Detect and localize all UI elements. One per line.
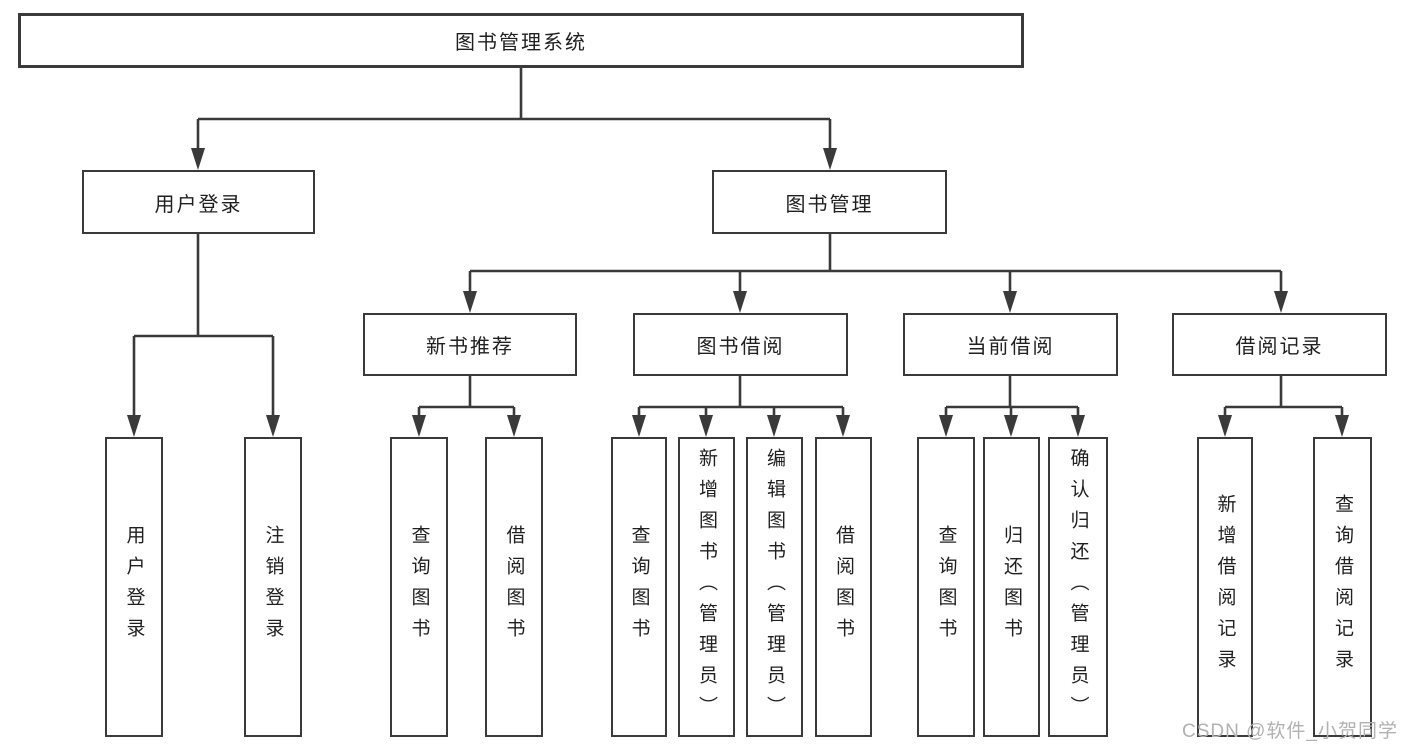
node-leaf-br-query-record: 查询借阅记录 — [1313, 437, 1372, 737]
node-leaf-nbr-borrow-books: 借阅图书 — [485, 437, 543, 737]
node-root-label: 图书管理系统 — [455, 32, 587, 54]
node-new-book-recommend-label: 新书推荐 — [426, 336, 514, 358]
node-leaf-user-login: 用户登录 — [105, 437, 163, 737]
node-leaf-bb-edit-books-admin: 编辑图书（管理员） — [746, 437, 803, 737]
node-book-management-label: 图书管理 — [785, 193, 874, 216]
node-borrowing-records-label: 借阅记录 — [1235, 336, 1324, 358]
node-user-login: 用户登录 — [82, 170, 315, 234]
node-leaf-nbr-query-books-label: 查询图书 — [408, 525, 430, 649]
node-borrowing-records: 借阅记录 — [1172, 313, 1387, 376]
node-new-book-recommend: 新书推荐 — [363, 313, 577, 376]
node-leaf-cb-query-books: 查询图书 — [917, 437, 975, 737]
node-leaf-logout: 注销登录 — [244, 437, 302, 737]
node-current-borrowing: 当前借阅 — [903, 313, 1118, 376]
node-leaf-bb-edit-books-admin-label: 编辑图书（管理员） — [764, 447, 785, 727]
node-root: 图书管理系统 — [18, 13, 1024, 68]
node-leaf-bb-add-books-admin-label: 新增图书（管理员） — [696, 447, 717, 727]
node-leaf-cb-confirm-return-admin-label: 确认归还（管理员） — [1067, 447, 1089, 727]
node-user-login-label: 用户登录 — [154, 193, 243, 216]
node-leaf-bb-query-books-label: 查询图书 — [628, 525, 650, 649]
node-leaf-cb-return-books: 归还图书 — [983, 437, 1040, 737]
node-leaf-cb-query-books-label: 查询图书 — [935, 525, 957, 649]
node-leaf-bb-query-books: 查询图书 — [611, 437, 667, 737]
node-leaf-nbr-query-books: 查询图书 — [390, 437, 448, 737]
node-book-management: 图书管理 — [712, 170, 947, 234]
node-leaf-bb-add-books-admin: 新增图书（管理员） — [678, 437, 735, 737]
node-current-borrowing-label: 当前借阅 — [966, 336, 1055, 358]
node-leaf-bb-borrow-books-label: 借阅图书 — [833, 525, 854, 649]
node-leaf-br-add-record-label: 新增借阅记录 — [1214, 494, 1236, 680]
csdn-watermark: CSDN @软件_小贺同学 — [1182, 721, 1398, 742]
node-leaf-br-query-record-label: 查询借阅记录 — [1332, 494, 1353, 680]
node-leaf-br-add-record: 新增借阅记录 — [1197, 437, 1253, 737]
node-book-borrowing-label: 图书借阅 — [696, 336, 785, 358]
node-leaf-nbr-borrow-books-label: 借阅图书 — [503, 525, 525, 649]
node-leaf-cb-confirm-return-admin: 确认归还（管理员） — [1048, 437, 1108, 737]
node-leaf-logout-label: 注销登录 — [262, 525, 284, 649]
node-leaf-user-login-label: 用户登录 — [123, 525, 145, 649]
node-leaf-cb-return-books-label: 归还图书 — [1001, 525, 1022, 649]
node-leaf-bb-borrow-books: 借阅图书 — [815, 437, 872, 737]
node-book-borrowing: 图书借阅 — [633, 313, 848, 376]
